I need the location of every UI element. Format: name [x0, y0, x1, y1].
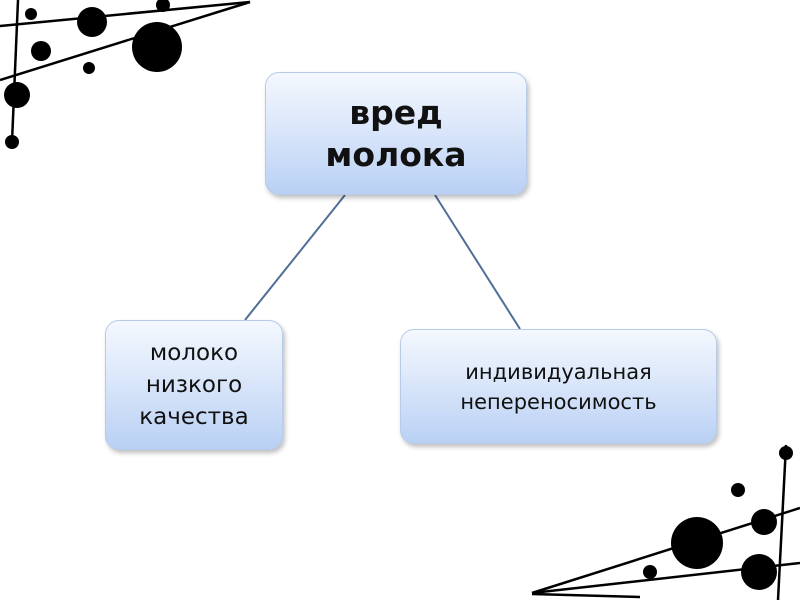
- root-node: вред молока: [265, 72, 527, 195]
- top-left-decoration: [0, 0, 251, 149]
- connector-root-to-left: [244, 194, 346, 321]
- child-node-label: молоко низкого качества: [139, 340, 249, 430]
- child-node-low-quality: молоко низкого качества: [105, 320, 283, 450]
- child-node-intolerance: индивидуальная непереносимость: [400, 329, 717, 444]
- connector-root-to-right: [434, 194, 521, 330]
- child-node-label: индивидуальная непереносимость: [460, 359, 657, 414]
- bottom-right-decoration: [531, 444, 800, 600]
- root-node-label: вред молока: [325, 92, 467, 174]
